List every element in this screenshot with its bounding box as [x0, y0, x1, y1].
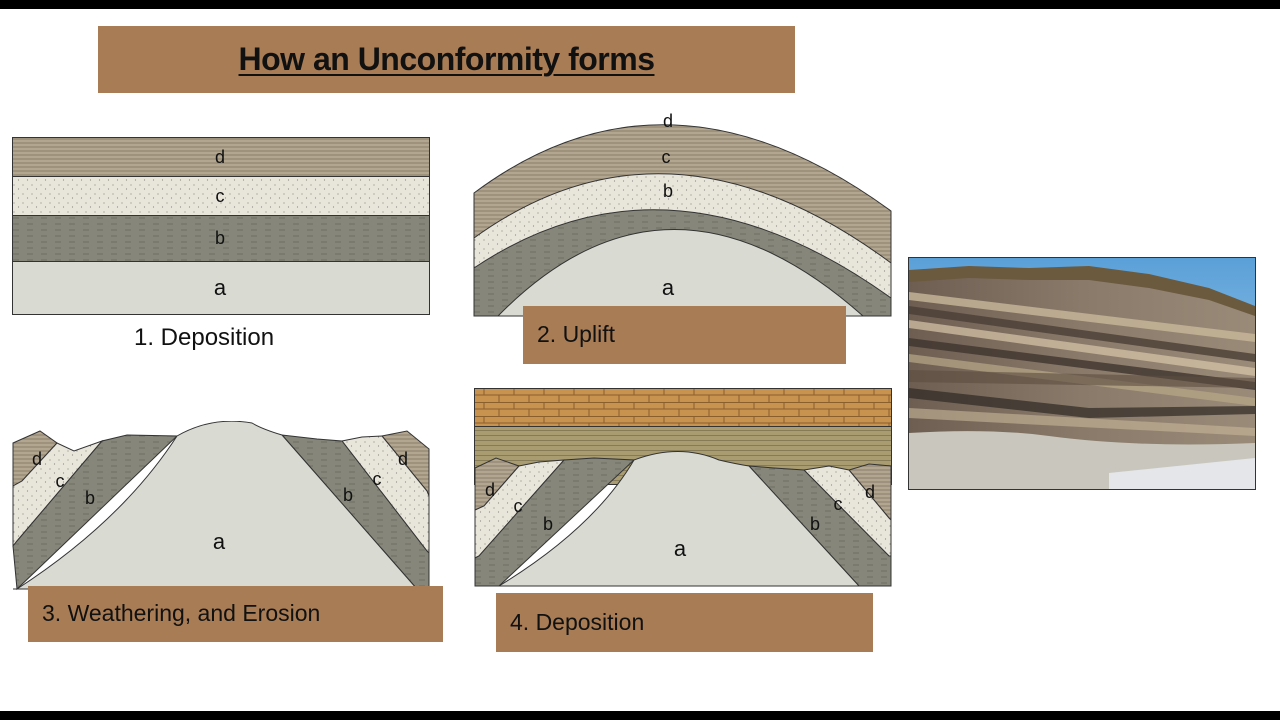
label-d: d: [663, 111, 673, 131]
label-c: c: [216, 186, 225, 206]
label-c-right: c: [834, 494, 843, 514]
label-a: a: [662, 275, 675, 300]
slide-title: How an Unconformity forms: [238, 41, 655, 77]
label-a: a: [674, 536, 687, 561]
label-c: c: [662, 147, 671, 167]
label-c-left: c: [56, 471, 65, 491]
label-d: d: [215, 147, 225, 167]
caption-erosion: 3. Weathering, and Erosion: [42, 600, 321, 626]
layer-b: [12, 215, 430, 262]
step-3-banner: 3. Weathering, and Erosion: [28, 586, 443, 642]
caption-deposition-1: 1. Deposition: [134, 324, 275, 351]
new-layer-top: [474, 388, 892, 427]
caption-uplift: 2. Uplift: [537, 321, 615, 347]
layer-a: [12, 261, 430, 315]
label-d-left: d: [485, 480, 495, 500]
label-c-left: c: [514, 496, 523, 516]
label-b-right: b: [810, 514, 820, 534]
label-a: a: [214, 275, 227, 300]
label-b: b: [215, 228, 225, 248]
panel-deposition-1: d c b a: [12, 137, 430, 315]
label-d-right: d: [398, 449, 408, 469]
step-4-banner: 4. Deposition: [496, 593, 873, 652]
step-2-banner: 2. Uplift: [523, 306, 846, 364]
panel-deposition-4: d c b d c b a: [474, 388, 892, 588]
slide: How an Unconformity forms: [0, 9, 1280, 711]
label-c-right: c: [373, 469, 382, 489]
label-d-left: d: [32, 449, 42, 469]
label-b-left: b: [85, 488, 95, 508]
panel-erosion: d c b d c b a: [12, 421, 430, 591]
layer-d: [12, 137, 430, 177]
panel-uplift: d c b a: [473, 93, 893, 317]
label-b-right: b: [343, 485, 353, 505]
layer-c: [12, 176, 430, 216]
label-d-right: d: [865, 482, 875, 502]
label-b: b: [663, 181, 673, 201]
caption-deposition-4: 4. Deposition: [510, 609, 645, 635]
label-b-left: b: [543, 514, 553, 534]
unconformity-photo: [908, 257, 1256, 490]
label-a: a: [213, 529, 226, 554]
title-banner: How an Unconformity forms: [98, 26, 795, 93]
